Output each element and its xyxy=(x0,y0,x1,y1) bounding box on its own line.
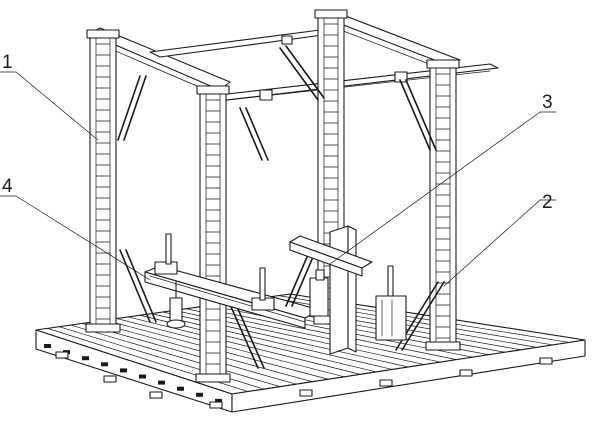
platform-slot xyxy=(151,313,393,370)
platform-slot xyxy=(185,308,441,363)
frame-columns xyxy=(85,9,461,383)
platform-hole xyxy=(139,374,146,379)
lattice-column xyxy=(85,29,121,333)
platform-hole xyxy=(459,369,473,377)
callout-leaders xyxy=(0,71,557,287)
platform-hole xyxy=(103,375,117,383)
platform-hole xyxy=(379,379,393,387)
vertical-actuator-frame xyxy=(289,225,407,355)
platform-hole xyxy=(209,401,223,409)
platform-slot xyxy=(70,324,281,387)
platform-hole xyxy=(177,386,184,391)
platform-hole xyxy=(215,398,222,403)
platform-hole xyxy=(44,344,51,348)
callout-label-2: 2 xyxy=(542,192,553,213)
callout-label-4: 4 xyxy=(2,176,13,197)
platform-hole xyxy=(299,389,313,397)
diagonal-braces xyxy=(117,45,445,369)
platform-hole xyxy=(196,392,203,397)
callout-label-3: 3 xyxy=(542,92,553,113)
platform-hole xyxy=(55,351,69,359)
platform-slot xyxy=(81,323,297,385)
platform-hole xyxy=(149,391,163,399)
top-frame-beams xyxy=(89,9,499,103)
lattice-column xyxy=(425,59,461,351)
platform-hole xyxy=(120,368,127,373)
platform-slot xyxy=(116,318,345,378)
platform-hole xyxy=(539,357,553,365)
lattice-column xyxy=(195,85,231,383)
platform-hole xyxy=(158,380,165,385)
callout-label-1: 1 xyxy=(2,52,13,73)
platform-hole xyxy=(101,362,108,367)
platform-hole xyxy=(82,356,89,361)
platform-slot xyxy=(128,316,361,375)
loading-beam-assembly xyxy=(144,233,321,329)
